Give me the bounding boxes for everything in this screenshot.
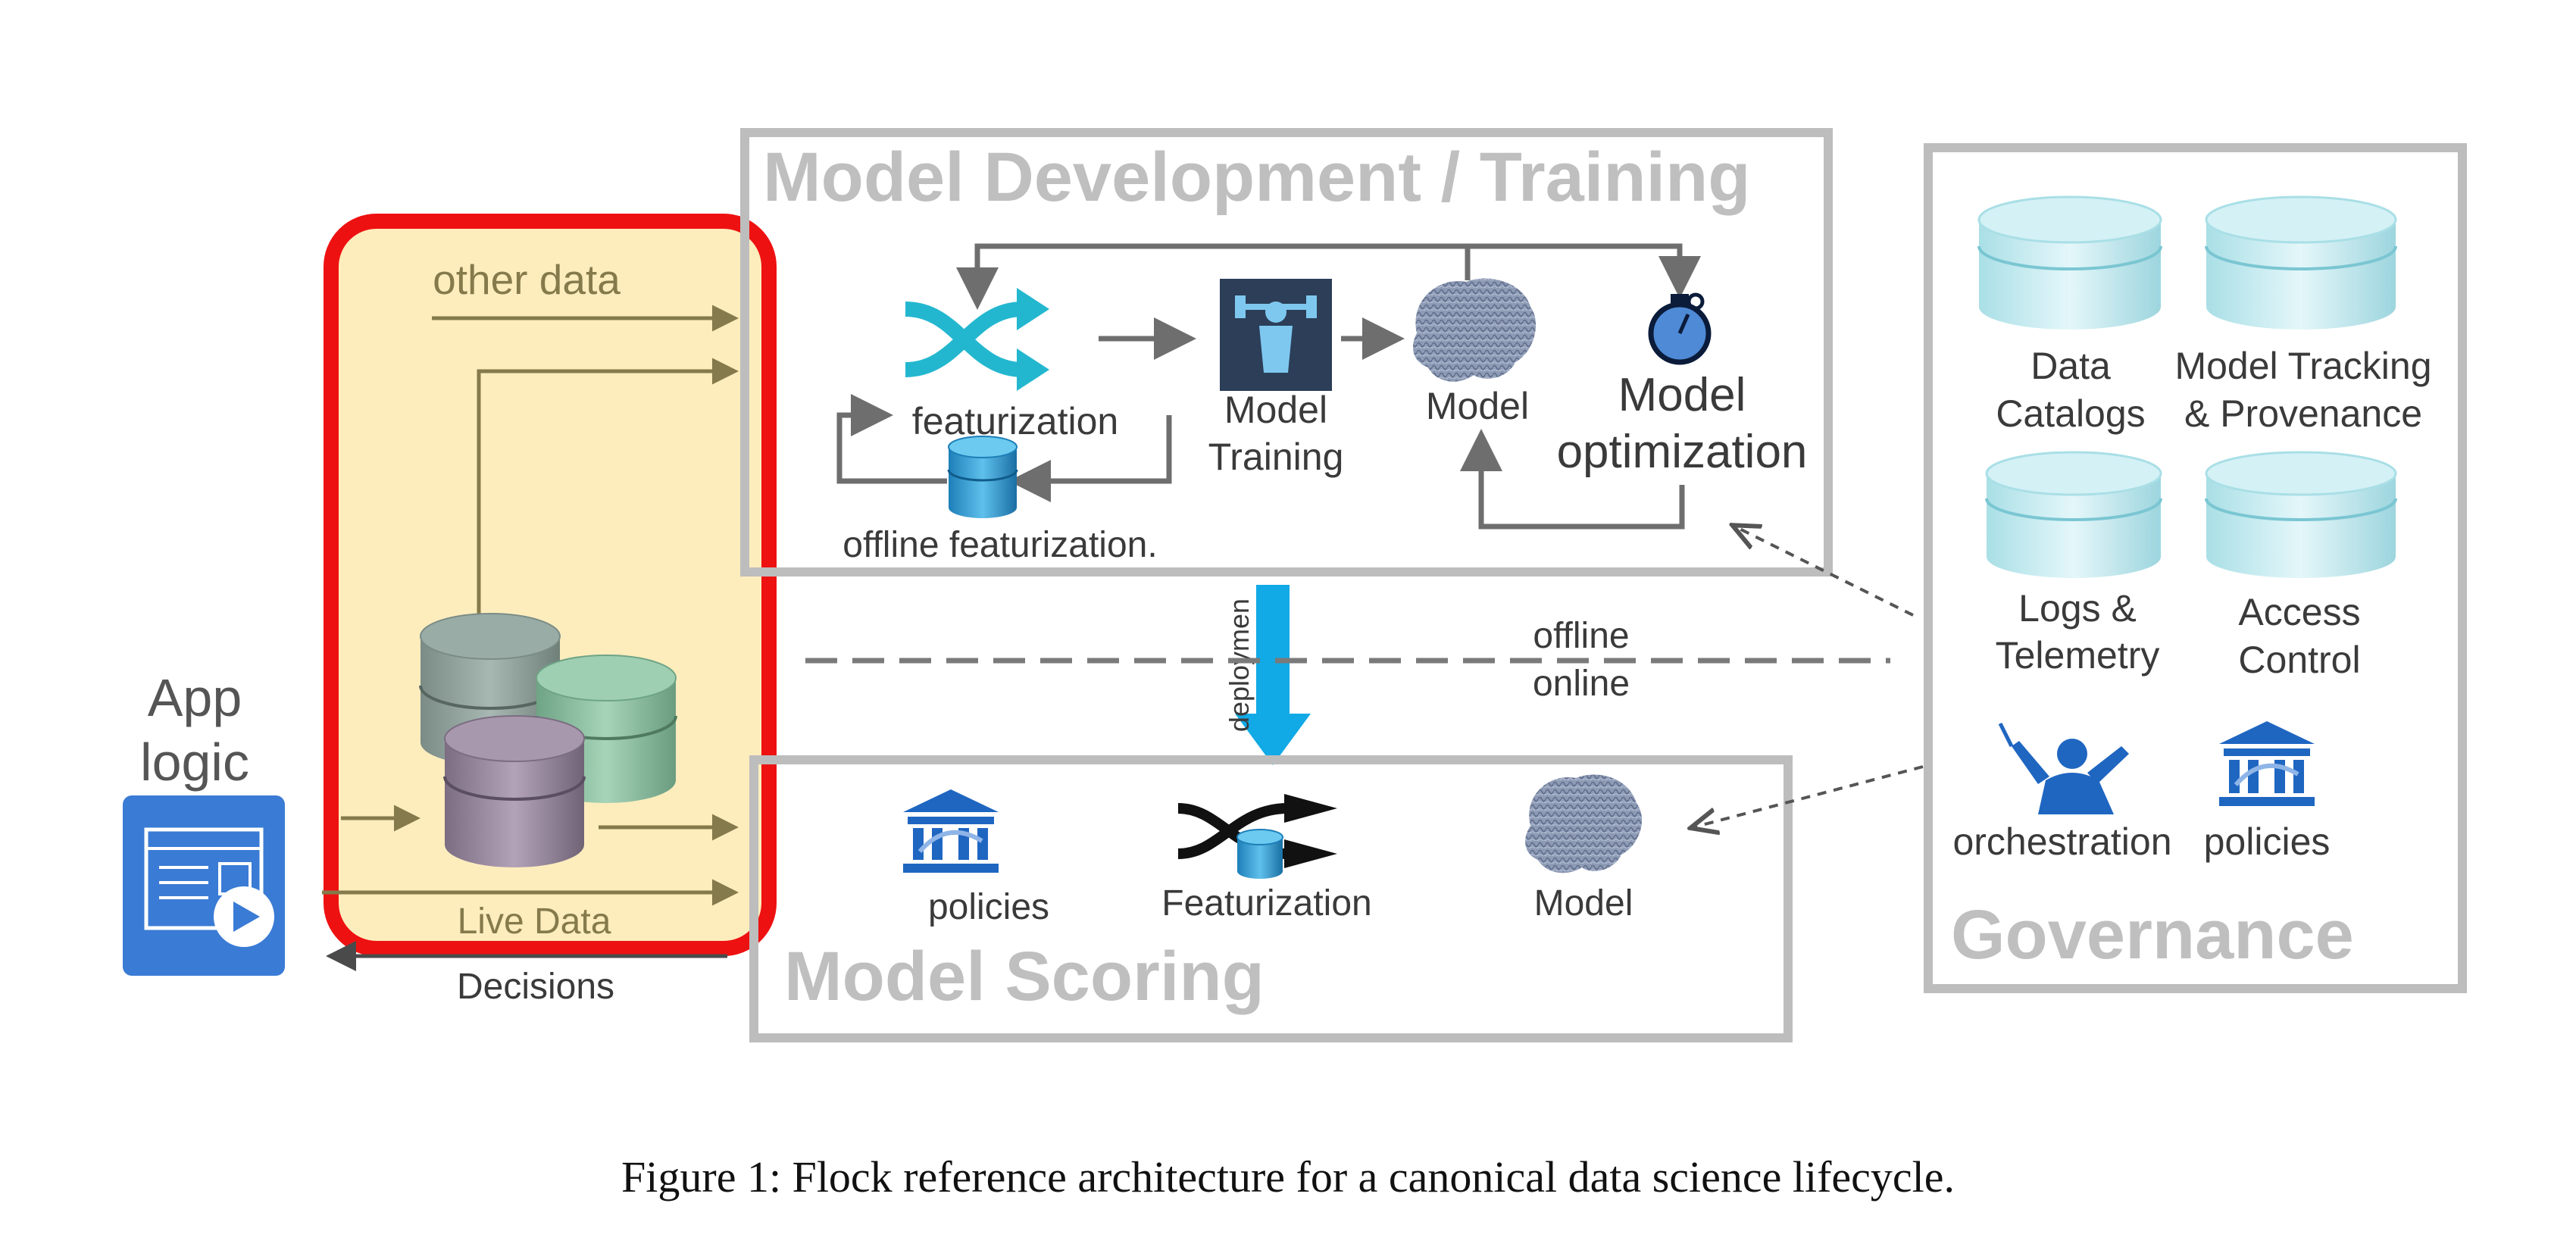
scoring-panel: policies Featurization Model Model Scori… <box>749 755 1793 1042</box>
offline-feature-store-icon <box>947 436 1018 518</box>
model-training-label-line2: Training <box>1208 436 1344 478</box>
online-label: online <box>1533 664 1630 704</box>
decisions-label: Decisions <box>457 967 614 1007</box>
deployment-section: deploymen offline online <box>805 585 1890 765</box>
logs-telemetry-icon <box>1985 451 2162 578</box>
orchestration-conductor-icon <box>1998 722 2129 814</box>
figure-caption: Figure 1: Flock reference architecture f… <box>621 1152 1955 1202</box>
orchestration-label: orchestration <box>1952 820 2171 863</box>
stopwatch-icon <box>1648 292 1712 365</box>
training-panel: Model Development / Training featurizati… <box>740 128 1833 577</box>
governance-policies-label: policies <box>2204 820 2331 863</box>
governance-to-scoring-arrow <box>1693 765 1924 827</box>
to-offline-store-arrow <box>1008 415 1172 502</box>
weightlifter-icon <box>1220 279 1332 391</box>
offline-featurization-label: offline featurization. <box>843 525 1157 565</box>
app-logic-title-line1: App <box>148 668 242 727</box>
scoring-model-label: Model <box>1534 883 1633 923</box>
retrain-loop-arrow <box>956 243 1471 310</box>
model-tracking-label-line2: & Provenance <box>2184 392 2422 435</box>
access-control-icon <box>2205 451 2397 578</box>
governance-policies-icon <box>2219 721 2315 806</box>
governance-panel: Data Catalogs Model Tracking & Provenanc… <box>1924 143 2467 993</box>
online-feature-store-icon <box>1236 829 1283 879</box>
model-label: Model <box>1426 385 1529 427</box>
model-training-label-line1: Model <box>1224 389 1327 431</box>
other-data-label: other data <box>433 256 621 303</box>
logs-telemetry-label-line2: Telemetry <box>1996 634 2160 677</box>
app-logic-title-line2: logic <box>140 733 249 792</box>
app-window-icon <box>123 795 285 976</box>
live-data-to-training-arrow <box>477 358 739 617</box>
scoring-policies-label: policies <box>928 887 1049 927</box>
logs-telemetry-label-line1: Logs & <box>2018 587 2137 630</box>
to-optimization-arrow <box>1468 243 1701 298</box>
access-control-label-line1: Access <box>2238 591 2360 633</box>
app-logic: App logic <box>123 668 285 976</box>
featurization-label: featurization <box>912 400 1118 442</box>
live-data-box: other data Live Data <box>322 214 777 956</box>
data-catalogs-label-line1: Data <box>2030 345 2111 387</box>
governance-title: Governance <box>1951 896 2354 973</box>
scoring-brain-icon <box>1525 774 1643 873</box>
scoring-title: Model Scoring <box>784 938 1265 1015</box>
data-catalogs-icon <box>1977 195 2162 330</box>
scoring-featurization-label: Featurization <box>1161 883 1371 923</box>
model-optimization-label-line1: Model <box>1618 369 1746 421</box>
deployment-arrow <box>1235 714 1311 765</box>
offline-store-to-featurization-arrow <box>836 394 947 484</box>
model-tracking-icon <box>2205 195 2397 330</box>
policies-icon <box>903 789 999 873</box>
model-tracking-label-line1: Model Tracking <box>2174 345 2431 387</box>
database-icon <box>443 715 586 867</box>
deployment-label: deploymen <box>1224 598 1255 732</box>
offline-label: offline <box>1533 616 1629 656</box>
training-title: Model Development / Training <box>763 139 1751 216</box>
brain-icon <box>1413 278 1537 382</box>
access-control-label-line2: Control <box>2238 639 2360 681</box>
live-data-label: Live Data <box>458 902 611 942</box>
data-catalogs-label-line2: Catalogs <box>1996 392 2145 435</box>
optimization-to-model-arrow <box>1460 429 1685 530</box>
model-optimization-label-line2: optimization <box>1557 426 1808 478</box>
shuffle-icon <box>905 288 1049 391</box>
